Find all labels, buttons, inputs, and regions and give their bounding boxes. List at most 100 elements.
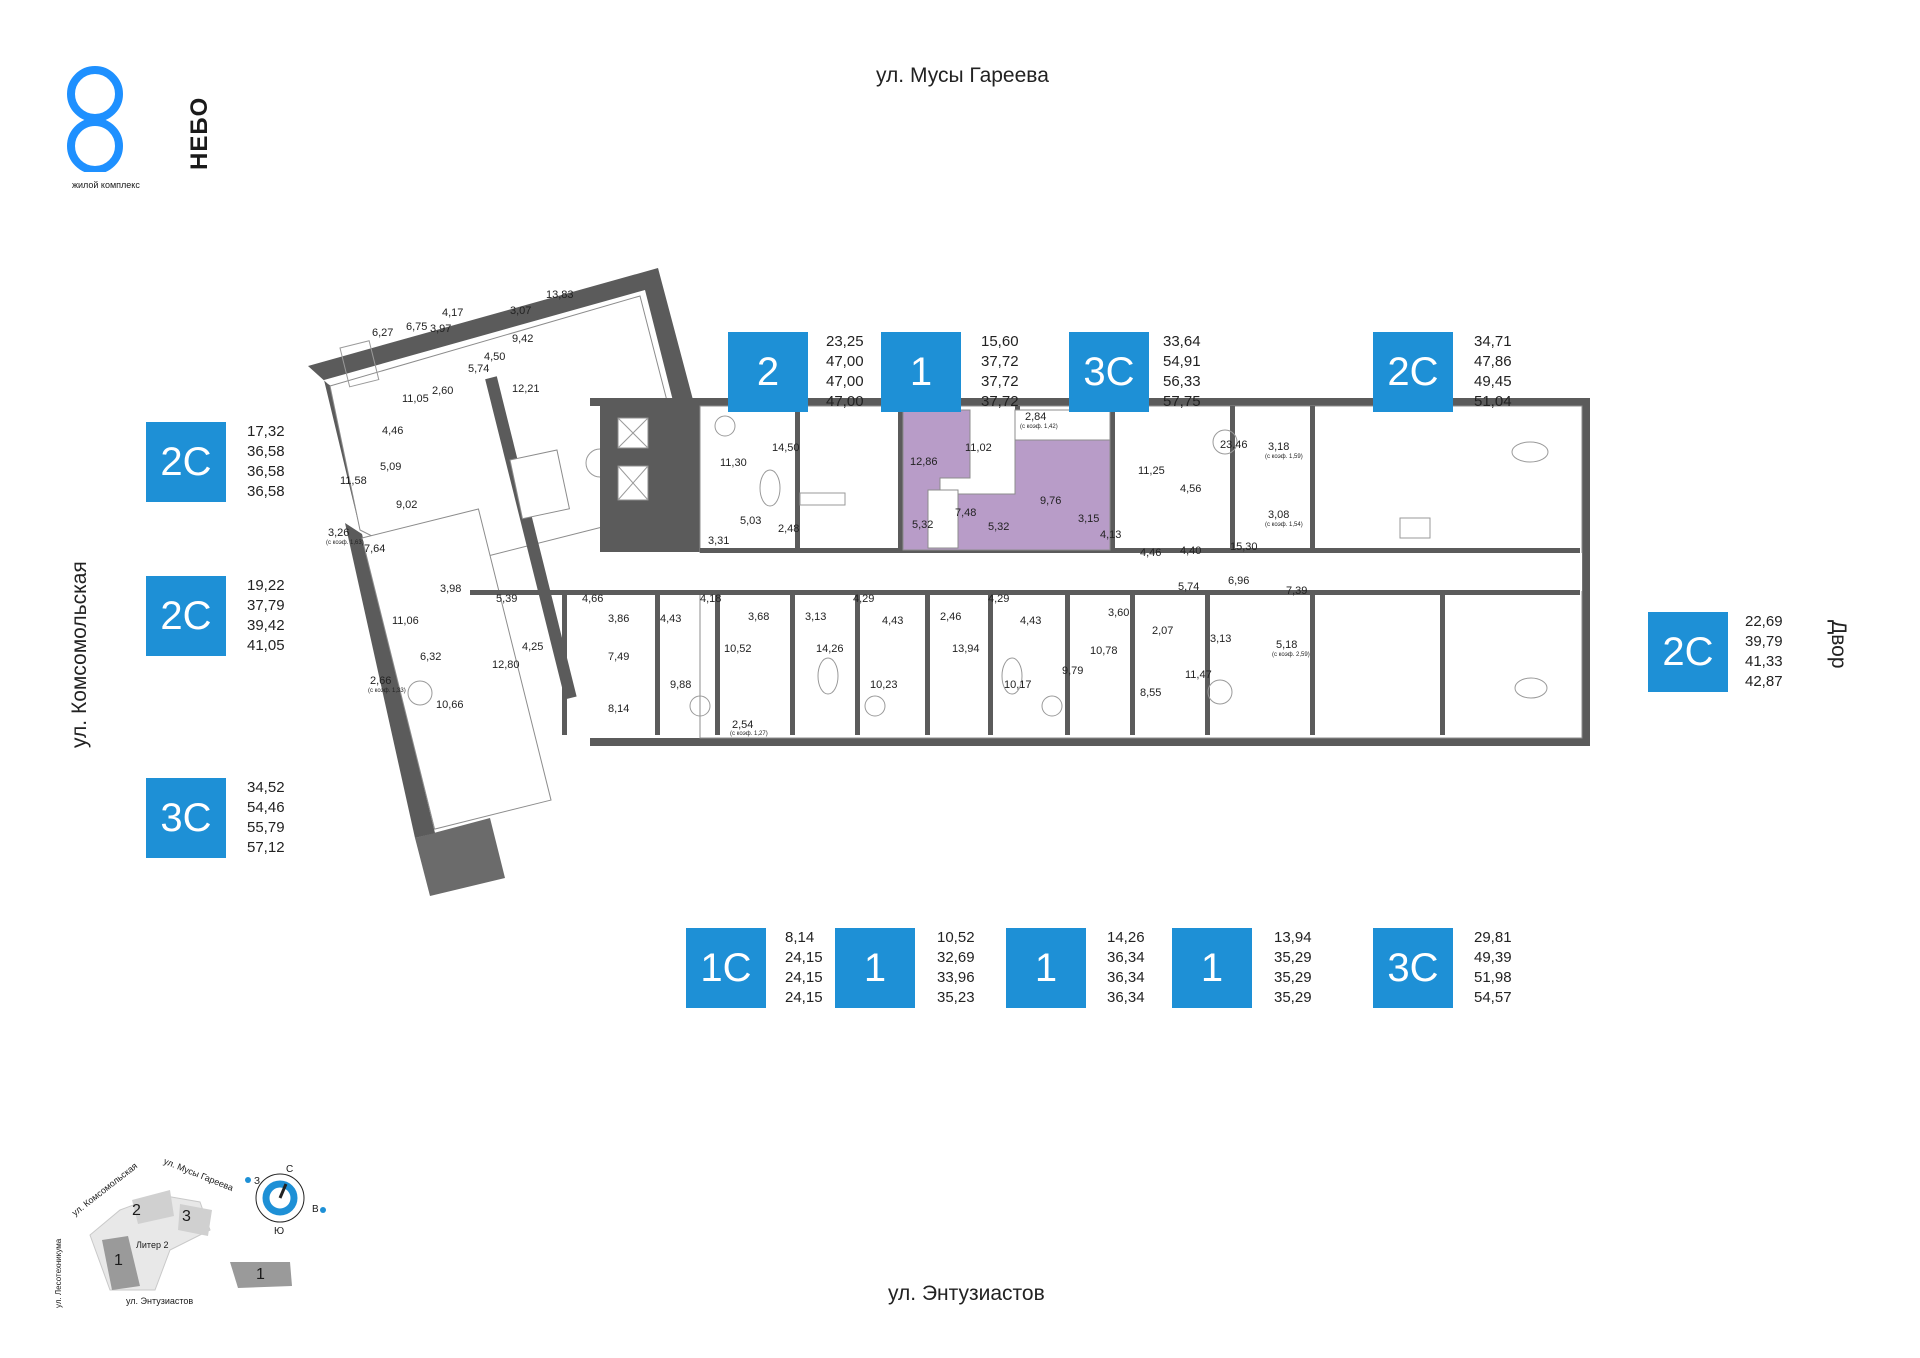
svg-text:3,97: 3,97 xyxy=(430,323,451,335)
minimap-block-2: 2 xyxy=(132,1202,141,1219)
apartment-badge-top-3[interactable]: 3С xyxy=(1069,332,1149,412)
svg-text:10,17: 10,17 xyxy=(1004,679,1032,691)
svg-text:3,98: 3,98 xyxy=(440,583,461,595)
svg-text:11,05: 11,05 xyxy=(402,393,429,405)
svg-text:23,46: 23,46 xyxy=(1220,439,1248,451)
minimap-liter-block: 1 xyxy=(256,1266,265,1283)
svg-text:4,13: 4,13 xyxy=(1100,529,1121,541)
svg-text:2,48: 2,48 xyxy=(778,523,799,535)
apartment-badge-left-3[interactable]: 3С xyxy=(146,778,226,858)
svg-text:12,86: 12,86 xyxy=(910,456,938,468)
minimap-block-3: 3 xyxy=(182,1208,191,1225)
apartment-badge-bottom-1[interactable]: 1С xyxy=(686,928,766,1008)
svg-text:9,02: 9,02 xyxy=(396,499,417,511)
svg-text:4,56: 4,56 xyxy=(1180,483,1201,495)
apartment-badge-bottom-3[interactable]: 1 xyxy=(1006,928,1086,1008)
svg-text:7,49: 7,49 xyxy=(608,651,629,663)
svg-text:5,74: 5,74 xyxy=(1178,581,1199,593)
svg-text:5,18: 5,18 xyxy=(1276,639,1297,651)
svg-text:11,25: 11,25 xyxy=(1138,465,1165,477)
apartment-badge-bottom-2[interactable]: 1 xyxy=(835,928,915,1008)
svg-text:(с коэф. 2,59): (с коэф. 2,59) xyxy=(1272,652,1310,658)
street-right: Двор xyxy=(1827,620,1850,669)
svg-text:2,60: 2,60 xyxy=(432,385,453,397)
apartment-badge-bottom-5[interactable]: 3С xyxy=(1373,928,1453,1008)
minimap-liter: Литер 2 xyxy=(136,1240,169,1250)
site-map-icon xyxy=(89,1173,326,1291)
logo-subtitle: жилой комплекс xyxy=(72,180,140,190)
svg-text:9,79: 9,79 xyxy=(1062,665,1083,677)
svg-text:(с коэф. 1,42): (с коэф. 1,42) xyxy=(1020,424,1058,430)
svg-text:6,32: 6,32 xyxy=(420,651,441,663)
svg-text:(с коэф. 1,59): (с коэф. 1,59) xyxy=(1265,454,1303,460)
apartment-badge-bottom-4[interactable]: 1 xyxy=(1172,928,1252,1008)
svg-text:5,32: 5,32 xyxy=(988,521,1009,533)
svg-text:5,03: 5,03 xyxy=(740,515,761,527)
apartment-badge-left-2[interactable]: 2С xyxy=(146,576,226,656)
svg-text:11,30: 11,30 xyxy=(720,457,747,469)
minimap-street-lesotekhnikuma: ул. Лесотехникума xyxy=(54,1238,63,1308)
svg-text:(с коэф. 1,54): (с коэф. 1,54) xyxy=(1265,522,1303,528)
svg-text:4,43: 4,43 xyxy=(882,615,903,627)
svg-text:15,30: 15,30 xyxy=(1230,541,1258,553)
svg-text:12,80: 12,80 xyxy=(492,659,520,671)
svg-text:4,18: 4,18 xyxy=(700,593,721,605)
room-labels: 11,30 14,50 5,03 3,31 2,48 12,86 11,02 2… xyxy=(326,289,1310,737)
apartment-badge-left-1[interactable]: 2С xyxy=(146,422,226,502)
svg-text:5,39: 5,39 xyxy=(496,593,517,605)
svg-text:(с коэф. 1,33): (с коэф. 1,33) xyxy=(368,688,406,694)
svg-text:2,54: 2,54 xyxy=(732,719,753,731)
svg-text:(с коэф. 1,63): (с коэф. 1,63) xyxy=(326,540,364,546)
svg-text:3,13: 3,13 xyxy=(1210,633,1231,645)
svg-text:7,48: 7,48 xyxy=(955,507,976,519)
svg-text:3,86: 3,86 xyxy=(608,613,629,625)
svg-text:9,42: 9,42 xyxy=(512,333,533,345)
svg-text:3,68: 3,68 xyxy=(748,611,769,623)
svg-text:4,66: 4,66 xyxy=(582,593,603,605)
svg-text:14,26: 14,26 xyxy=(816,643,844,655)
apartment-badge-top-4[interactable]: 2С xyxy=(1373,332,1453,412)
svg-text:7,39: 7,39 xyxy=(1286,585,1307,597)
svg-text:3,31: 3,31 xyxy=(708,535,729,547)
svg-text:10,23: 10,23 xyxy=(870,679,898,691)
apartment-badge-right[interactable]: 2С xyxy=(1648,612,1728,692)
svg-text:4,25: 4,25 xyxy=(522,641,543,653)
minimap-street-entuziastov: ул. Энтузиастов xyxy=(126,1296,194,1306)
street-left: ул. Комсомольская xyxy=(68,561,91,748)
apartment-badge-top-1[interactable]: 2 xyxy=(728,332,808,412)
floor-plan: 11,30 14,50 5,03 3,31 2,48 12,86 11,02 2… xyxy=(308,268,1590,896)
svg-text:3,18: 3,18 xyxy=(1268,441,1289,453)
svg-text:4,43: 4,43 xyxy=(660,613,681,625)
svg-text:7,64: 7,64 xyxy=(364,543,385,555)
svg-text:9,76: 9,76 xyxy=(1040,495,1061,507)
svg-text:2,46: 2,46 xyxy=(940,611,961,623)
svg-text:3,08: 3,08 xyxy=(1268,509,1289,521)
svg-text:2,07: 2,07 xyxy=(1152,625,1173,637)
svg-text:11,02: 11,02 xyxy=(965,442,992,454)
svg-text:4,46: 4,46 xyxy=(1140,547,1161,559)
compass-south: Ю xyxy=(274,1226,285,1237)
svg-text:6,75: 6,75 xyxy=(406,321,427,333)
svg-text:6,27: 6,27 xyxy=(372,327,393,339)
svg-text:3,07: 3,07 xyxy=(510,305,531,317)
svg-text:3,26: 3,26 xyxy=(328,527,349,539)
apartment-badge-top-2[interactable]: 1 xyxy=(881,332,961,412)
svg-text:2,84: 2,84 xyxy=(1025,411,1046,423)
logo-name: НЕБО xyxy=(186,96,213,170)
svg-text:3,60: 3,60 xyxy=(1108,607,1129,619)
svg-text:4,40: 4,40 xyxy=(1180,545,1201,557)
svg-text:10,78: 10,78 xyxy=(1090,645,1118,657)
svg-text:8,55: 8,55 xyxy=(1140,687,1161,699)
compass-north: С xyxy=(286,1164,294,1175)
svg-text:3,13: 3,13 xyxy=(805,611,826,623)
